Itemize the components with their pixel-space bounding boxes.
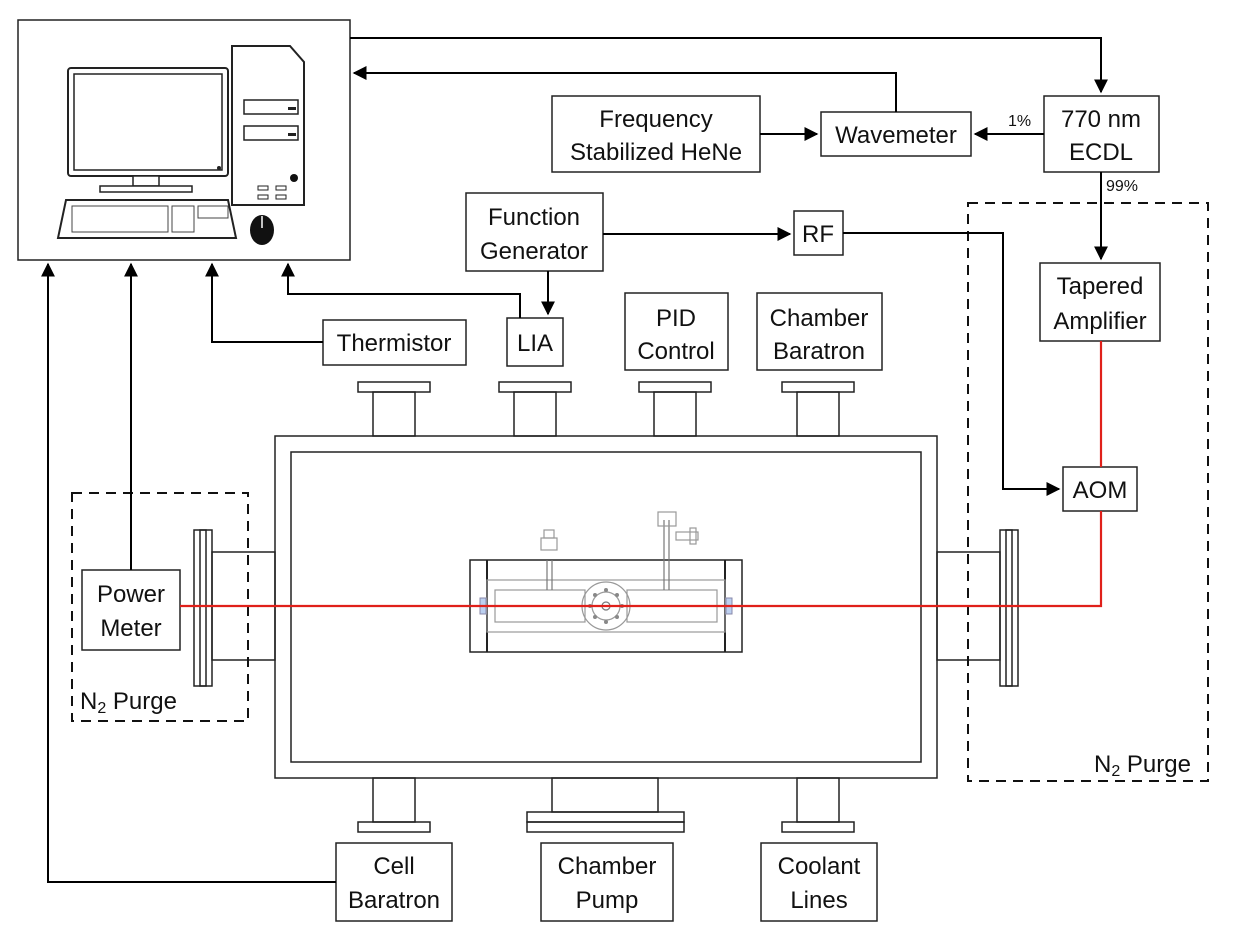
ecdl-label-2: ECDL	[1069, 139, 1133, 166]
chamber-baratron-label-2: Baratron	[773, 338, 865, 365]
absorption-cell	[469, 511, 743, 653]
hene-label-2: Stabilized HeNe	[570, 139, 742, 166]
cell-baratron-label-1: Cell	[373, 853, 414, 880]
hene-label-1: Frequency	[599, 106, 712, 133]
chamber-pump-box: Chamber Pump	[540, 842, 674, 922]
thermistor-label: Thermistor	[337, 330, 452, 357]
coolant-lines-label-2: Lines	[790, 887, 847, 914]
left-purge-label: N2 Purge	[80, 688, 177, 717]
right-purge-enclosure	[967, 202, 1209, 782]
aom-label: AOM	[1073, 477, 1128, 504]
chamber-baratron-label-1: Chamber	[770, 305, 869, 332]
function-generator-label-1: Function	[488, 204, 580, 231]
function-generator-label-2: Generator	[480, 238, 588, 265]
tapered-amplifier-box: Tapered Amplifier	[1039, 262, 1161, 342]
coolant-lines-box: Coolant Lines	[760, 842, 878, 922]
right-purge-label: N2 Purge	[1094, 751, 1191, 780]
function-generator-box: Function Generator	[465, 192, 604, 272]
cell-baratron-label-2: Baratron	[348, 887, 440, 914]
aom-box: AOM	[1062, 466, 1138, 512]
power-meter-box: Power Meter	[81, 569, 181, 651]
split-1pct-label: 1%	[1008, 113, 1031, 130]
thermistor-box: Thermistor	[322, 319, 467, 366]
cell-baratron-box: Cell Baratron	[335, 842, 453, 922]
tapered-amplifier-label-1: Tapered	[1057, 273, 1144, 300]
signal-connections	[41, 37, 1108, 883]
ecdl-box: 770 nm ECDL	[1043, 95, 1160, 173]
pid-label-2: Control	[637, 338, 714, 365]
rf-box: RF	[793, 210, 844, 256]
wavemeter-label: Wavemeter	[835, 122, 957, 149]
chamber-baratron-box: Chamber Baratron	[756, 292, 883, 371]
wavemeter-box: Wavemeter	[820, 111, 972, 157]
hene-box: Frequency Stabilized HeNe	[551, 95, 761, 173]
power-meter-label-2: Meter	[100, 615, 161, 642]
tapered-amplifier-label-2: Amplifier	[1053, 308, 1146, 335]
lia-box: LIA	[506, 317, 564, 367]
rf-label: RF	[802, 221, 834, 248]
chamber-pump-label-2: Pump	[576, 887, 639, 914]
computer-icon	[17, 19, 351, 261]
laser-beam-path	[180, 341, 1103, 608]
pid-label-1: PID	[656, 305, 696, 332]
pid-control-box: PID Control	[624, 292, 729, 371]
coolant-lines-label-1: Coolant	[778, 853, 861, 880]
power-meter-label-1: Power	[97, 581, 165, 608]
ecdl-label-1: 770 nm	[1061, 106, 1141, 133]
chamber-pump-label-1: Chamber	[558, 853, 657, 880]
split-99pct-label: 99%	[1106, 178, 1138, 195]
lia-label: LIA	[517, 330, 553, 357]
